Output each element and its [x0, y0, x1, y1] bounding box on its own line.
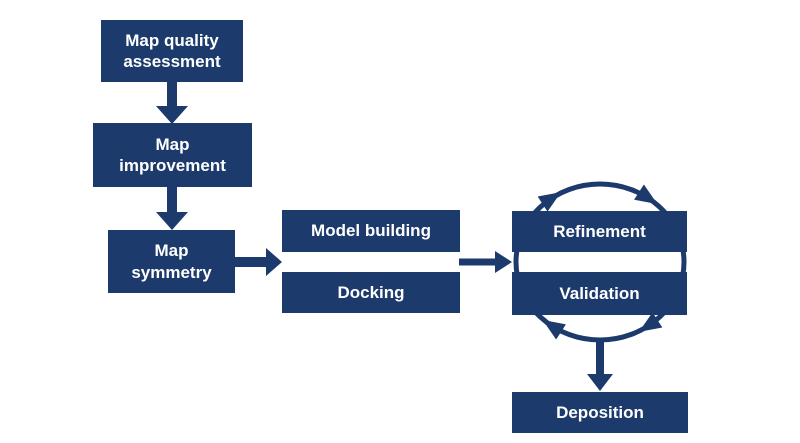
box-deposition: Deposition [512, 392, 688, 433]
box-refinement: Refinement [512, 211, 687, 252]
box-validation-label: Validation [559, 283, 640, 303]
box-model-building-label: Model building [311, 221, 431, 241]
box-docking: Docking [282, 272, 460, 313]
box-map-improvement: Map improvement [93, 123, 252, 187]
box-model-building: Model building [282, 210, 460, 252]
arrow-cycle-to-deposition [587, 339, 613, 391]
box-validation: Validation [512, 272, 687, 315]
box-deposition-label: Deposition [556, 402, 644, 422]
cycle-ellipse-arrow [513, 181, 687, 343]
box-map-quality-assessment-label: Map quality assessment [123, 30, 221, 71]
box-docking-label: Docking [337, 282, 405, 302]
box-map-quality-assessment: Map quality assessment [101, 20, 243, 82]
cycle-arrowhead-bottom-left-icon [542, 319, 566, 340]
box-map-improvement-label: Map improvement [119, 134, 226, 175]
arrow-improvement-to-symmetry [156, 187, 188, 230]
arrow-model-to-refinement [459, 251, 512, 273]
arrow-symmetry-to-model [234, 248, 282, 276]
box-map-symmetry-label: Map symmetry [131, 241, 212, 282]
box-map-symmetry: Map symmetry [108, 230, 235, 293]
cycle-arrowhead-bottom-right-icon [638, 312, 663, 332]
arrow-quality-to-improvement [156, 81, 188, 124]
cycle-arrowhead-top-left-icon [537, 192, 562, 212]
cycle-arrowhead-top-right-icon [634, 184, 658, 205]
box-refinement-label: Refinement [553, 221, 646, 241]
